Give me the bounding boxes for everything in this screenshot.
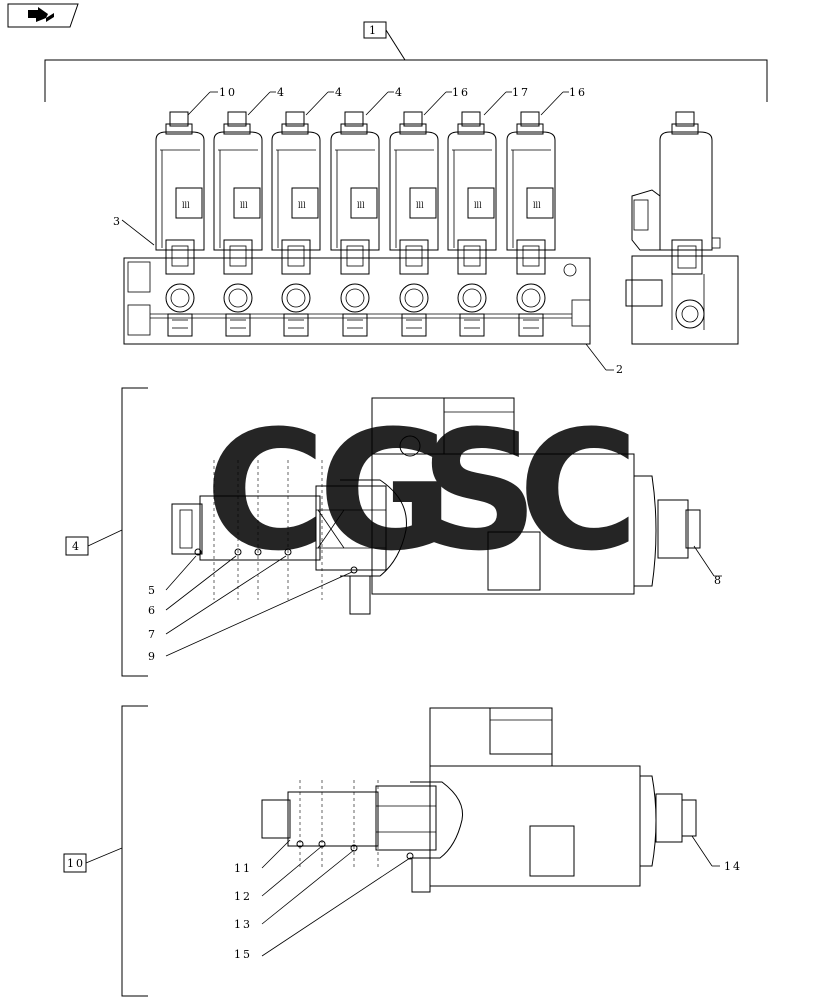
nav-return-button[interactable] [7,3,79,28]
top-callouts: 10 4 4 4 16 17 16 [187,86,587,116]
svg-text:lll: lll [182,201,190,210]
callout-top-0: 10 [219,86,237,99]
callout-7: 7 [148,628,157,641]
callout-13: 13 [234,918,252,931]
assembly-bracket: 1 [44,21,768,102]
callout-10: 10 [67,857,85,870]
callout-top-4: 16 [452,86,470,99]
solenoid-unit: lll [155,111,205,337]
callout-11: 11 [234,862,252,875]
watermark-letter-3: C [518,395,639,587]
manifold-front-view: lll 3 2 [113,111,625,376]
callout-8: 8 [714,574,723,587]
callout-6: 6 [148,604,157,617]
callout-9: 9 [148,650,157,663]
callout-12: 12 [234,890,252,903]
callout-4: 4 [72,540,81,553]
return-arrow-icon [28,7,54,22]
callout-top-3: 4 [395,86,404,99]
callout-top-5: 17 [512,86,530,99]
watermark-letter-2: S [420,395,539,587]
callout-3: 3 [113,215,122,228]
watermark-letter-0: C [205,395,326,587]
valve-detail-4: 4 8 5 [65,387,723,677]
callout-top-1: 4 [277,86,286,99]
callout-1: 1 [369,24,378,37]
watermark: C G S C [205,395,639,587]
callout-2: 2 [616,363,625,376]
manifold-side-view [625,111,739,345]
valve-detail-10: 10 14 11 12 13 15 [63,705,742,997]
callout-14: 14 [724,860,742,873]
callout-top-6: 16 [569,86,587,99]
callout-top-2: 4 [335,86,344,99]
callout-5: 5 [148,584,157,597]
callout-15: 15 [234,948,252,961]
watermark-letter-1: G [318,395,453,587]
